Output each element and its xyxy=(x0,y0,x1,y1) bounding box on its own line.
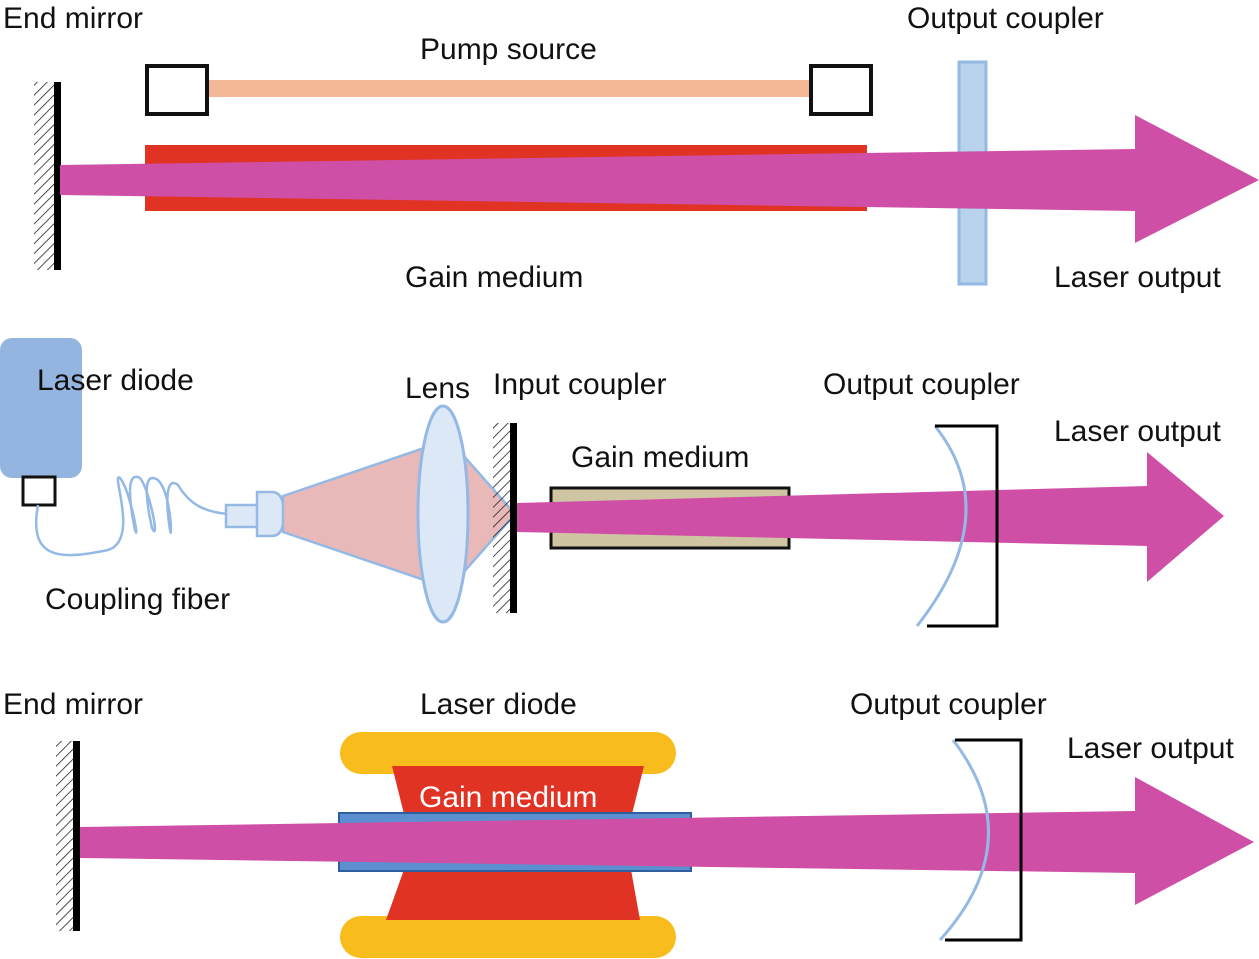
laser-diode-bottom xyxy=(340,916,676,958)
laser-diode-top xyxy=(340,732,676,774)
laser-output-label: Laser output xyxy=(1054,261,1221,294)
gain-medium-label: Gain medium xyxy=(419,781,597,814)
laser-beam xyxy=(80,777,1254,905)
panel-1: End mirror Pump source Output coupler Ga… xyxy=(3,2,1259,294)
end-mirror-label: End mirror xyxy=(3,2,143,35)
gain-medium-label: Gain medium xyxy=(405,261,583,294)
laser-diode-label: Laser diode xyxy=(420,688,577,721)
fiber-connector xyxy=(224,490,286,538)
pump-beam xyxy=(206,80,812,97)
laser-output-label: Laser output xyxy=(1067,732,1234,765)
output-coupler-mirror xyxy=(938,738,1023,942)
gain-medium-top xyxy=(392,766,644,822)
end-mirror xyxy=(34,82,61,270)
pump-source-block-left xyxy=(145,64,209,116)
input-coupler xyxy=(493,423,517,613)
diode-port xyxy=(21,475,57,507)
coupling-fiber xyxy=(35,475,229,557)
output-coupler-label: Output coupler xyxy=(850,688,1047,721)
pump-cone xyxy=(281,444,432,584)
output-coupler-label: Output coupler xyxy=(907,2,1104,35)
laser-diode-label: Laser diode xyxy=(37,364,194,397)
gain-medium-bottom xyxy=(386,864,640,920)
output-coupler-mirror xyxy=(915,424,999,628)
output-coupler-label: Output coupler xyxy=(823,368,1020,401)
pump-source-block-right xyxy=(809,64,873,116)
lens-label: Lens xyxy=(405,372,470,405)
end-mirror-label: End mirror xyxy=(3,688,143,721)
laser-beam xyxy=(60,115,1259,243)
pump-source-label: Pump source xyxy=(420,33,597,66)
input-coupler-label: Input coupler xyxy=(493,368,666,401)
gain-medium-label: Gain medium xyxy=(571,441,749,474)
laser-diode-box xyxy=(0,338,82,478)
end-mirror xyxy=(56,741,80,931)
laser-beam xyxy=(517,452,1224,582)
laser-output-label: Laser output xyxy=(1054,415,1221,448)
coupling-fiber-label: Coupling fiber xyxy=(45,583,230,616)
panel-2: Laser diode Lens Input coupler Output co… xyxy=(0,338,1224,628)
lens xyxy=(416,404,470,624)
panel-3: End mirror Laser diode Output coupler La… xyxy=(3,688,1254,958)
